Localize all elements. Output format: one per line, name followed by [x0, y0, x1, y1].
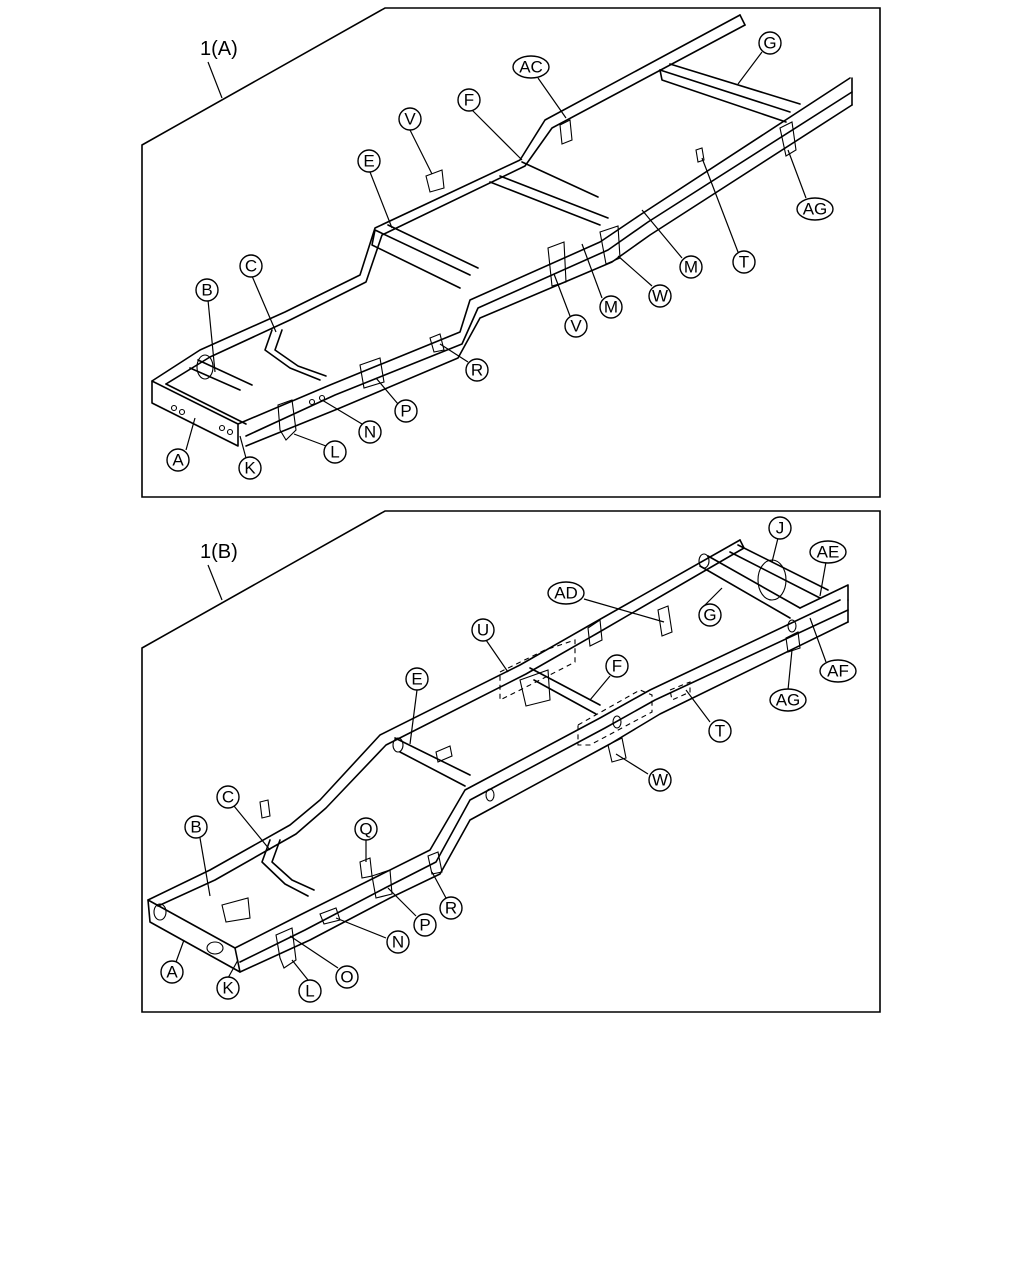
svg-text:Q: Q	[359, 820, 372, 839]
callout-a-B: B	[195, 278, 219, 302]
callout-b-AE: AE	[809, 540, 847, 564]
svg-text:C: C	[222, 788, 234, 807]
panel-a-border	[141, 7, 881, 498]
svg-text:M: M	[684, 258, 698, 277]
svg-text:O: O	[340, 968, 353, 987]
callout-a-L: L	[323, 440, 347, 464]
svg-text:AG: AG	[803, 200, 828, 219]
svg-text:R: R	[445, 899, 457, 918]
callout-b-AG: AG	[769, 688, 807, 712]
callout-a-K: K	[238, 456, 262, 480]
svg-text:W: W	[652, 287, 668, 306]
callout-b-F: F	[605, 654, 629, 678]
callout-b-W: W	[648, 768, 672, 792]
svg-text:V: V	[404, 110, 416, 129]
callout-b-T: T	[708, 719, 732, 743]
callout-a-F: F	[457, 88, 481, 112]
callout-a-P: P	[394, 399, 418, 423]
svg-text:V: V	[570, 317, 582, 336]
callout-a-A: A	[166, 448, 190, 472]
leaders-a	[185, 51, 807, 459]
svg-text:K: K	[244, 459, 256, 478]
svg-text:T: T	[715, 722, 725, 741]
svg-text:P: P	[400, 402, 411, 421]
callout-a-V-top: V	[398, 107, 422, 131]
svg-text:M: M	[604, 298, 618, 317]
callout-b-A: A	[160, 960, 184, 984]
svg-text:K: K	[222, 979, 234, 998]
svg-text:F: F	[612, 657, 622, 676]
svg-text:E: E	[411, 670, 422, 689]
callout-b-AD: AD	[547, 581, 585, 605]
svg-text:AE: AE	[817, 543, 840, 562]
callout-b-K: K	[216, 976, 240, 1000]
svg-text:G: G	[763, 34, 776, 53]
svg-text:L: L	[305, 982, 314, 1001]
svg-text:AF: AF	[827, 662, 849, 681]
callout-b-U: U	[471, 618, 495, 642]
svg-text:B: B	[201, 281, 212, 300]
svg-text:U: U	[477, 621, 489, 640]
callout-a-C: C	[239, 254, 263, 278]
svg-text:R: R	[471, 361, 483, 380]
svg-text:J: J	[776, 519, 785, 538]
callout-a-E: E	[357, 149, 381, 173]
svg-text:N: N	[364, 423, 376, 442]
panel-a: 1(A)	[141, 7, 881, 498]
callout-a-V-bottom: V	[564, 314, 588, 338]
panel-b: 1(B)	[141, 510, 881, 1013]
callout-a-R: R	[465, 358, 489, 382]
svg-text:G: G	[703, 606, 716, 625]
svg-text:B: B	[190, 818, 201, 837]
callout-a-W: W	[648, 284, 672, 308]
svg-text:AD: AD	[554, 584, 578, 603]
callout-b-G: G	[698, 603, 722, 627]
callout-a-AC: AC	[512, 55, 550, 79]
svg-text:L: L	[330, 443, 339, 462]
panel-b-border	[141, 510, 881, 1013]
callout-a-G: G	[758, 31, 782, 55]
callout-b-B: B	[184, 815, 208, 839]
svg-text:N: N	[392, 933, 404, 952]
svg-text:AC: AC	[519, 58, 543, 77]
svg-text:F: F	[464, 91, 474, 110]
callout-b-E: E	[405, 667, 429, 691]
callout-a-N: N	[358, 420, 382, 444]
svg-text:E: E	[363, 152, 374, 171]
panel-a-title: 1(A)	[200, 38, 238, 60]
callout-b-R: R	[439, 896, 463, 920]
svg-text:A: A	[166, 963, 178, 982]
callout-b-J: J	[768, 516, 792, 540]
svg-text:A: A	[172, 451, 184, 470]
callout-b-Q: Q	[354, 817, 378, 841]
callout-b-O: O	[335, 965, 359, 989]
svg-text:C: C	[245, 257, 257, 276]
svg-text:AG: AG	[776, 691, 801, 710]
svg-text:P: P	[419, 916, 430, 935]
callout-b-P: P	[413, 913, 437, 937]
callout-a-M-left: M	[599, 295, 623, 319]
callout-b-N: N	[386, 930, 410, 954]
callout-b-C: C	[216, 785, 240, 809]
leaders-b	[175, 537, 827, 981]
svg-text:T: T	[739, 253, 749, 272]
callout-a-AG: AG	[796, 197, 834, 221]
frame-a-drawing	[151, 14, 853, 447]
panel-b-title: 1(B)	[200, 541, 238, 563]
callout-a-M-right: M	[679, 255, 703, 279]
callout-a-T: T	[732, 250, 756, 274]
callout-b-AF: AF	[819, 659, 857, 683]
callout-b-L: L	[298, 979, 322, 1003]
frame-b-drawing	[147, 539, 849, 973]
svg-text:W: W	[652, 771, 668, 790]
